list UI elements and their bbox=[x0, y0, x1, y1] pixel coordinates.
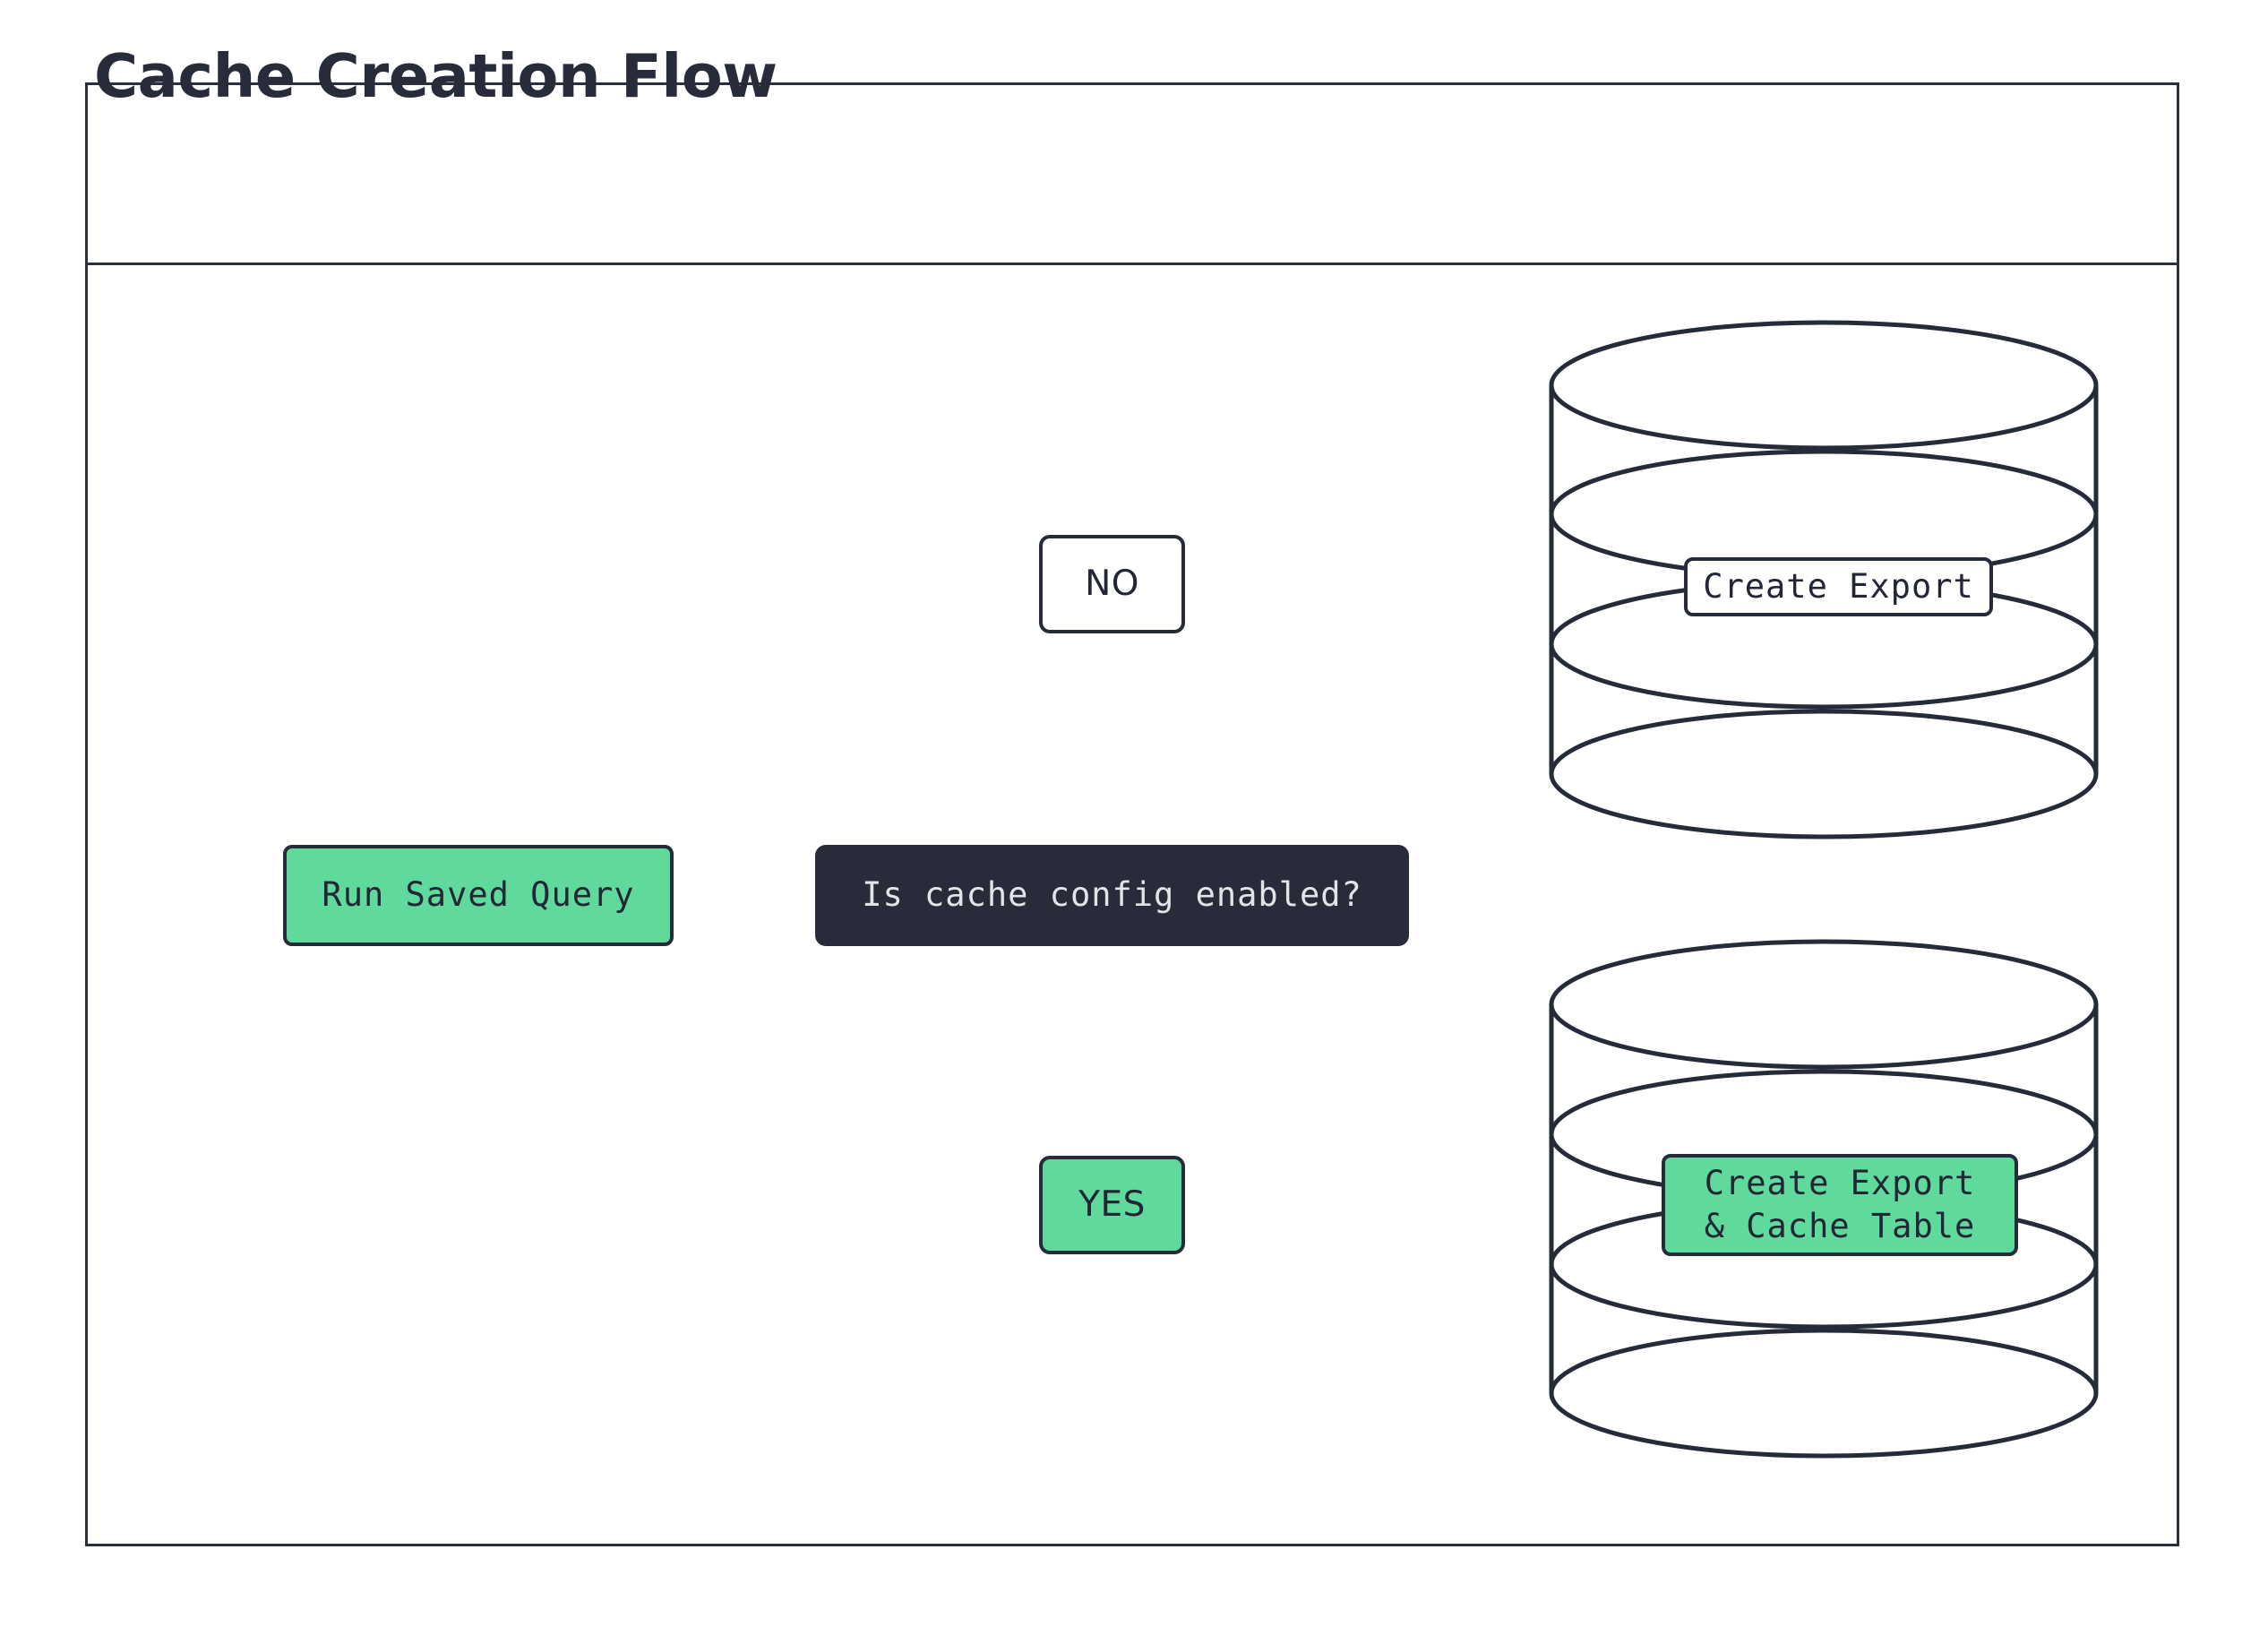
node-db-create-export-label: Create Export bbox=[1684, 557, 1993, 616]
db-disc bbox=[1549, 709, 2099, 839]
db-disc bbox=[1549, 939, 2099, 1070]
diagram-header bbox=[88, 85, 2177, 265]
node-run-saved-query[interactable]: Run Saved Query bbox=[283, 845, 674, 946]
db-disc bbox=[1549, 1328, 2099, 1459]
node-decision-is-cache-config-enabled[interactable]: Is cache config enabled? bbox=[815, 845, 1409, 946]
diagram-frame bbox=[85, 82, 2179, 1546]
node-branch-yes[interactable]: YES bbox=[1039, 1156, 1185, 1254]
node-branch-no[interactable]: NO bbox=[1039, 535, 1185, 633]
db-disc bbox=[1549, 320, 2099, 451]
page-title: Cache Creation Flow bbox=[94, 41, 777, 111]
node-db-create-export-cache-table-label: Create Export & Cache Table bbox=[1662, 1154, 2018, 1256]
node-db-create-export[interactable] bbox=[1549, 315, 2099, 844]
